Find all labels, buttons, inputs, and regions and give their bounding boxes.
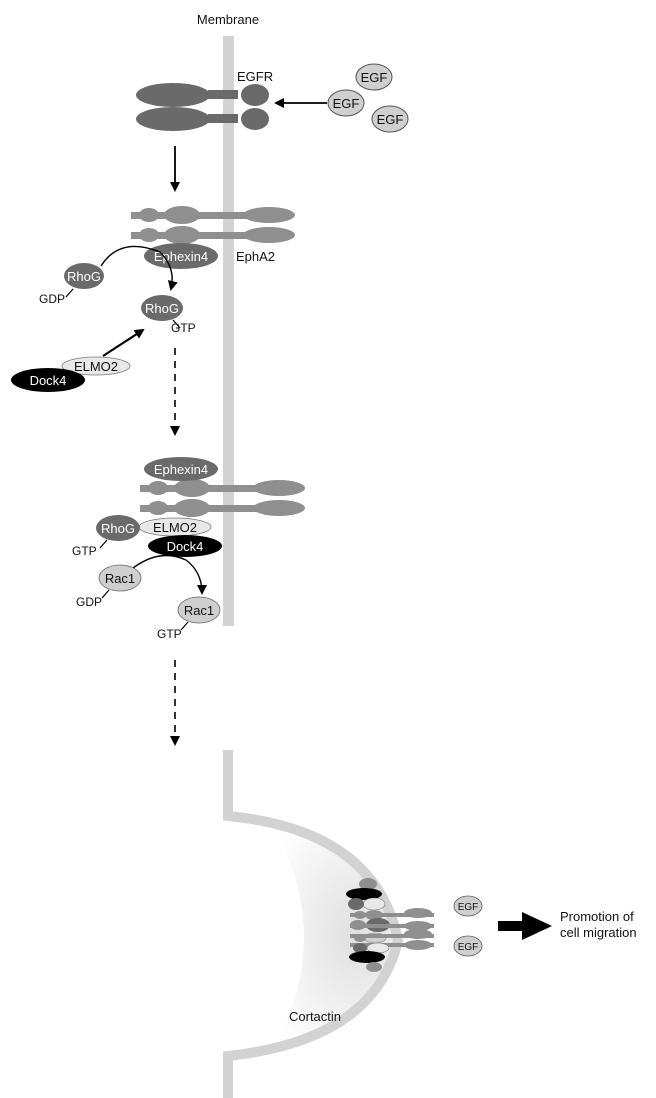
egf-ligand: EGF bbox=[453, 935, 483, 957]
outcome-arrow bbox=[498, 912, 552, 940]
rac1-gtp-protein: Rac1 bbox=[177, 596, 221, 624]
egf-ligand: EGF bbox=[453, 895, 483, 917]
epha2-dimer bbox=[140, 479, 305, 517]
epha2-label: EphA2 bbox=[236, 249, 275, 264]
plasma-membrane bbox=[223, 36, 234, 626]
svg-text:RhoG: RhoG bbox=[101, 521, 135, 536]
svg-text:EGF: EGF bbox=[458, 942, 479, 953]
svg-text:EGF: EGF bbox=[333, 96, 360, 111]
outcome-label: Promotion of cell migration bbox=[560, 909, 637, 940]
elmo2-protein: ELMO2 bbox=[138, 517, 212, 537]
gtp-tether bbox=[180, 621, 189, 631]
activation-arrow bbox=[100, 245, 178, 291]
gdp-label: GDP bbox=[76, 595, 102, 609]
svg-text:RhoG: RhoG bbox=[145, 301, 179, 316]
rhog-gdp-protein: RhoG bbox=[64, 263, 104, 289]
svg-text:Dock4: Dock4 bbox=[167, 539, 204, 554]
gdp-tether bbox=[65, 288, 74, 298]
elmo2-protein: ELMO2 bbox=[61, 356, 131, 376]
svg-text:ELMO2: ELMO2 bbox=[153, 520, 197, 535]
rhog-protein: RhoG bbox=[96, 515, 140, 541]
svg-text:Ephexin4: Ephexin4 bbox=[154, 462, 208, 477]
rac1-gdp-protein: Rac1 bbox=[98, 564, 142, 592]
gtp-tether bbox=[99, 539, 108, 549]
svg-text:EGF: EGF bbox=[361, 70, 388, 85]
cell-protrusion-membrane bbox=[223, 750, 404, 1098]
egf-ligand: EGF bbox=[327, 89, 365, 117]
gdp-tether bbox=[101, 589, 110, 599]
svg-text:ELMO2: ELMO2 bbox=[74, 359, 118, 374]
gtp-label: GTP bbox=[171, 321, 196, 335]
signaling-cluster bbox=[346, 878, 434, 972]
membrane-label: Membrane bbox=[197, 12, 259, 27]
svg-text:EGF: EGF bbox=[458, 902, 479, 913]
gtp-label: GTP bbox=[157, 627, 182, 641]
ephexin4-protein: Ephexin4 bbox=[144, 457, 218, 481]
ephexin4-protein: Ephexin4 bbox=[144, 243, 218, 269]
epha2-dimer bbox=[131, 206, 295, 244]
egfr-label: EGFR bbox=[237, 69, 273, 84]
cell-protrusion-interior bbox=[228, 816, 398, 1056]
dock4-protein: Dock4 bbox=[11, 368, 85, 392]
gtp-label: GTP bbox=[72, 544, 97, 558]
recruitment-arrow bbox=[102, 328, 145, 357]
dock4-protein: Dock4 bbox=[148, 535, 222, 557]
svg-text:EGF: EGF bbox=[377, 112, 404, 127]
svg-text:Ephexin4: Ephexin4 bbox=[154, 249, 208, 264]
gtp-tether bbox=[172, 319, 181, 329]
egf-ligand: EGF bbox=[371, 105, 409, 133]
cortactin-label: Cortactin bbox=[289, 1009, 341, 1024]
svg-text:Dock4: Dock4 bbox=[30, 373, 67, 388]
egfr-dimer bbox=[136, 83, 269, 131]
svg-text:Rac1: Rac1 bbox=[184, 603, 214, 618]
gdp-label: GDP bbox=[39, 292, 65, 306]
svg-text:Rac1: Rac1 bbox=[105, 571, 135, 586]
rhog-gtp-protein: RhoG bbox=[141, 295, 183, 321]
egf-ligand: EGF bbox=[355, 63, 393, 91]
svg-text:RhoG: RhoG bbox=[67, 269, 101, 284]
activation-arrow bbox=[132, 554, 207, 595]
